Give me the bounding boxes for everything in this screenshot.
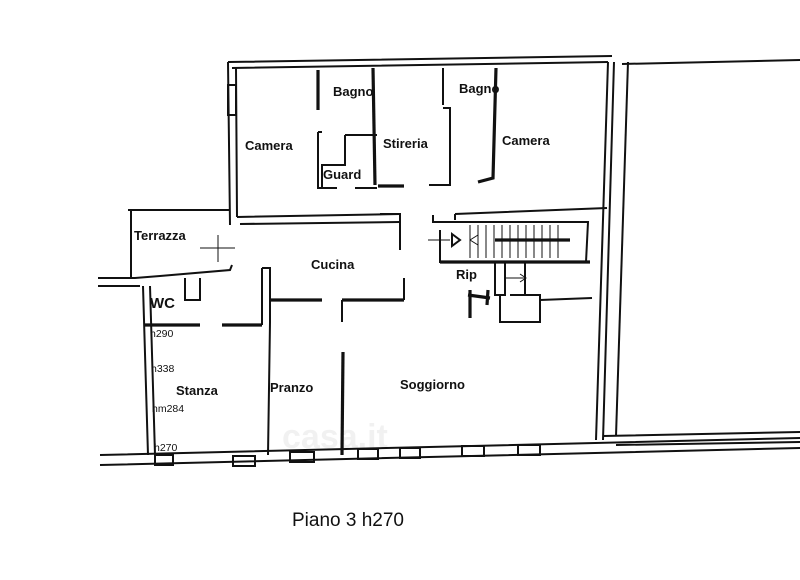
- height-label-h270: h270: [154, 442, 178, 454]
- room-label-rip: Rip: [456, 267, 477, 282]
- room-label-camera-left: Camera: [245, 138, 293, 153]
- watermark: casa.it: [282, 418, 388, 456]
- room-label-camera-right: Camera: [502, 133, 550, 148]
- room-label-soggiorno: Soggiorno: [400, 377, 465, 392]
- room-label-pranzo: Pranzo: [270, 380, 314, 395]
- height-label-h290: h290: [150, 328, 174, 340]
- room-label-cucina: Cucina: [311, 257, 355, 272]
- room-label-guard: Guard: [323, 167, 362, 182]
- room-label-stanza: Stanza: [176, 383, 218, 398]
- height-label-h338: h338: [151, 363, 175, 375]
- room-label-terrazza: Terrazza: [134, 228, 186, 243]
- height-label-hm284: hm284: [152, 403, 185, 415]
- room-label-wc: WC: [150, 295, 175, 312]
- plan-title: Piano 3 h270: [292, 510, 404, 531]
- room-label-bagno-right: Bagno: [459, 81, 500, 96]
- room-label-bagno-left: Bagno: [333, 84, 374, 99]
- room-label-stireria: Stireria: [383, 136, 428, 151]
